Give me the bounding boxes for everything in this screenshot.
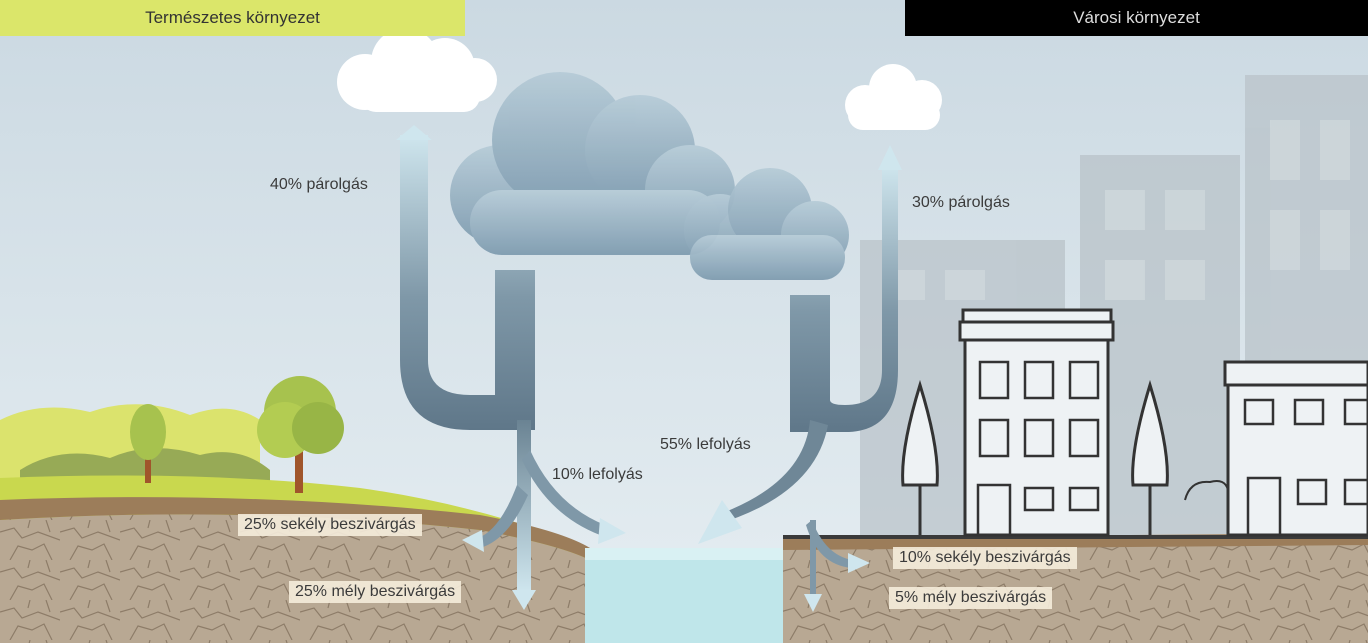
- rain-cloud: [684, 168, 849, 280]
- natural-evaporation-label: 40% párolgás: [270, 176, 368, 193]
- house-building: [1223, 360, 1368, 537]
- evaporation-arrow-urban: [790, 165, 898, 432]
- natural-shallow-infiltration-label: 25% sekély beszivárgás: [238, 514, 422, 536]
- apartment-building: [958, 308, 1115, 537]
- deep-infiltration-arrow-urban: [810, 520, 816, 596]
- evaporation-arrow-natural: [400, 135, 535, 430]
- rain-cloud: [450, 72, 735, 255]
- soil-natural: [0, 514, 590, 643]
- white-cloud: [337, 28, 497, 112]
- urban-evaporation-label: 30% párolgás: [912, 194, 1010, 211]
- header-urban-label: Városi környezet: [1073, 8, 1200, 27]
- natural-runoff-label: 10% lefolyás: [552, 466, 643, 483]
- header-urban-environment: Városi környezet: [905, 0, 1368, 36]
- urban-runoff-label: 55% lefolyás: [660, 436, 751, 453]
- urban-shallow-infiltration-label: 10% sekély beszivárgás: [893, 547, 1077, 569]
- tree: [130, 404, 166, 483]
- urban-deep-infiltration-label: 5% mély beszivárgás: [889, 587, 1053, 609]
- white-cloud: [845, 64, 942, 130]
- runoff-arrow-natural: [522, 450, 605, 535]
- header-natural-label: Természetes környezet: [145, 8, 320, 27]
- natural-deep-infiltration-label: 25% mély beszivárgás: [289, 581, 462, 603]
- shallow-infiltration-arrow-natural: [478, 485, 528, 548]
- water-body: [585, 548, 783, 643]
- tree: [257, 376, 344, 493]
- header-natural-environment: Természetes környezet: [0, 0, 465, 36]
